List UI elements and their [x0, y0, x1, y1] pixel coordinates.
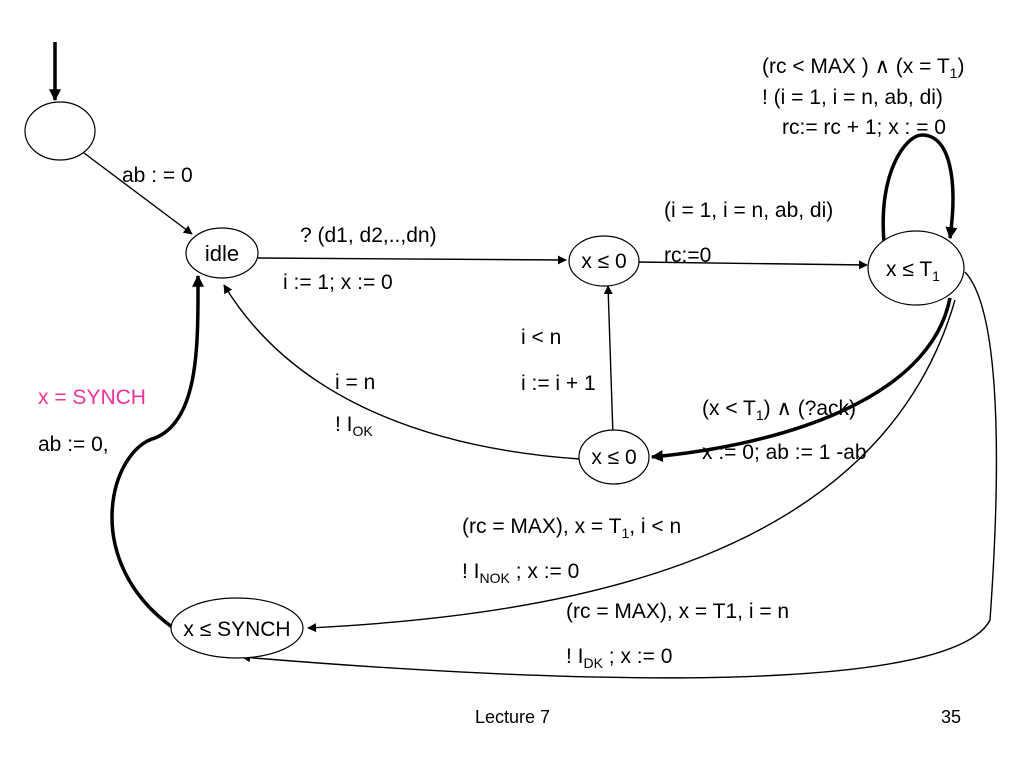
state-synch: x ≤ SYNCH [170, 597, 304, 659]
edge-synch-idle [110, 274, 205, 629]
idle-send-update: i := 1; x := 0 [283, 271, 393, 294]
state-initial [24, 101, 96, 161]
check-send-guard: i < n [521, 326, 561, 349]
state-check-label: x ≤ 0 [591, 446, 636, 469]
footer-page-number: 35 [941, 707, 961, 727]
edge-t1-synch-dk [241, 271, 998, 679]
state-idle-label: idle [205, 241, 239, 266]
edge-idle-send [257, 255, 567, 265]
edge-t1-synch-nok [307, 299, 956, 633]
synch-idle-guard: x = SYNCH [38, 386, 146, 409]
send-t1-update: rc:=0 [664, 244, 711, 267]
idle-send-guard: ? (d1, d2,..,dn) [300, 224, 437, 247]
state-check: x ≤ 0 [578, 429, 650, 485]
edge-t1-self-loop [881, 133, 958, 243]
state-synch-label: x ≤ SYNCH [183, 618, 290, 641]
state-wait-t1-label: x ≤ T1 [886, 258, 940, 284]
footer-lecture: Lecture 7 [475, 707, 550, 727]
edge-t1-check [650, 297, 952, 462]
t1-synch-dk-guard: (rc = MAX), x = T1, i = n [566, 600, 789, 623]
synch-idle-update: ab := 0, [38, 433, 109, 456]
edge-initial-idle [79, 149, 193, 235]
t1-check-update: x := 0; ab := 1 -ab [702, 441, 867, 464]
t1-check-guard: (x < T1) ∧ (?ack) [702, 397, 856, 423]
edge-check-send [603, 285, 614, 437]
edge-send-t1 [636, 260, 868, 270]
t1-synch-nok-guard: (rc = MAX), x = T1, i < n [462, 515, 681, 541]
loop-sync: ! (i = 1, i = n, ab, di) [762, 86, 943, 109]
send-t1-sync: (i = 1, i = n, ab, di) [664, 199, 833, 222]
check-send-update: i := i + 1 [521, 372, 596, 395]
edge-check-idle [223, 284, 581, 460]
state-wait-send: x ≤ 0 [568, 235, 640, 287]
init-idle-label: ab : = 0 [122, 164, 193, 187]
loop-guard: (rc < MAX ) ∧ (x = T1) [762, 55, 964, 81]
state-wait-send-label: x ≤ 0 [581, 250, 626, 273]
check-idle-sync: ! IOK [335, 413, 373, 439]
t1-synch-nok-sync: ! INOK ; x := 0 [462, 560, 579, 586]
check-idle-guard: i = n [335, 371, 375, 394]
t1-synch-dk-sync: ! IDK ; x := 0 [566, 645, 672, 671]
state-wait-t1: x ≤ T1 [867, 230, 965, 306]
state-idle: idle [185, 227, 259, 279]
loop-update: rc:= rc + 1; x : = 0 [782, 116, 946, 139]
